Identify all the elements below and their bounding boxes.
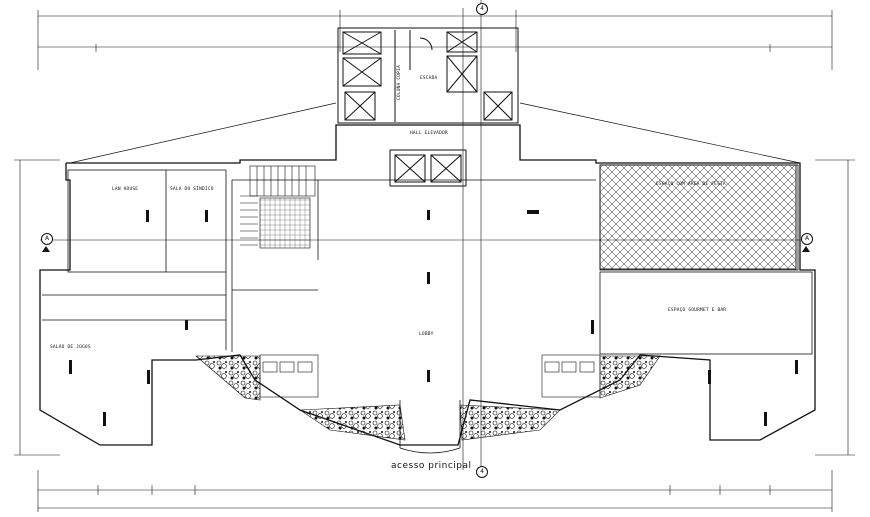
hatched-party-area — [599, 164, 797, 270]
elevator-block — [389, 149, 467, 187]
room-label-lobby: LOBBY — [419, 332, 434, 337]
room-label-lan-house: LAN HOUSE — [112, 187, 139, 192]
room-label-coluna-copia: COLUNA COPIA — [397, 65, 402, 100]
stair-core — [337, 27, 519, 124]
axis-arrows — [42, 246, 810, 252]
room-label-salao-jogos: SALÃO DE JOGOS — [50, 345, 91, 350]
inner-walls — [42, 164, 813, 355]
bottom-dimension-lines — [37, 470, 833, 512]
axis-marker-left: A — [41, 233, 53, 245]
axis-marker-bottom: 4 — [476, 466, 488, 478]
room-label-escada: ESCADA — [420, 76, 438, 81]
axis-marker-right: A — [801, 233, 813, 245]
axis-line-vertical — [462, 0, 482, 470]
tiled-floor-area — [259, 197, 311, 249]
lobby-stair — [240, 165, 316, 246]
room-label-espaco-gourmet: ESPAÇO GOURMET E BAR — [668, 308, 727, 313]
structural-columns[interactable] — [69, 210, 798, 426]
axis-marker-top: 4 — [476, 3, 488, 15]
entrance-walkway — [399, 400, 461, 454]
roof-slope-lines — [69, 102, 801, 164]
room-label-sala-sindico: SALA DO SÍNDICO — [170, 187, 214, 192]
side-dimension-lines — [14, 159, 855, 456]
top-dimension-lines — [37, 10, 833, 70]
room-label-hall-elevador: HALL ELEVADOR — [410, 131, 448, 136]
room-label-espaco-festa: ESPAÇO COM ÁREA DE FESTA — [656, 182, 726, 187]
landscaping — [195, 355, 661, 441]
main-entrance-caption: acesso principal — [391, 461, 472, 471]
